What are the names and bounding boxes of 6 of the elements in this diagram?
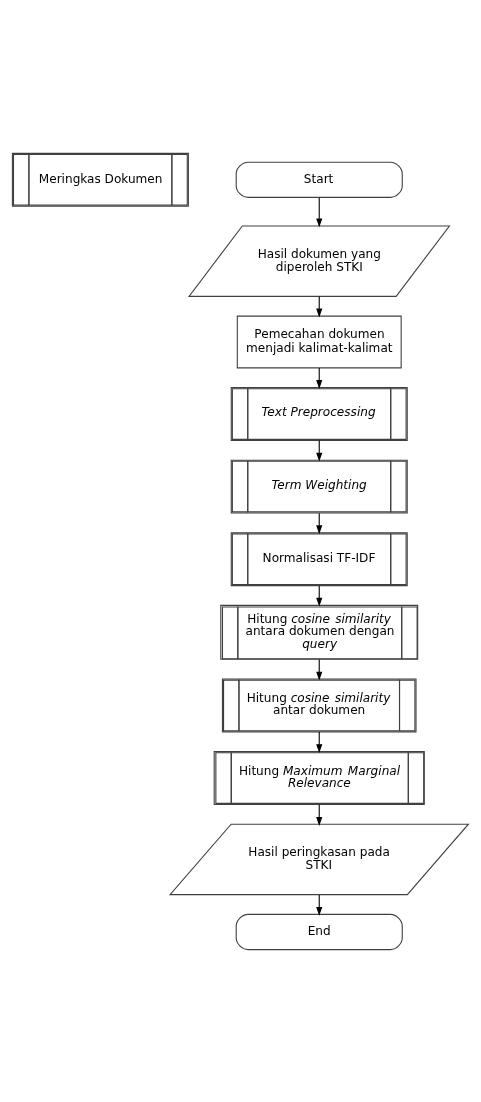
node-box: End <box>235 913 403 950</box>
node-box: Pemecahan dokumen menjadi kalimat-kalimat <box>236 315 402 368</box>
node-box: Start <box>235 161 403 198</box>
arrow <box>316 196 323 227</box>
arrow <box>316 658 323 680</box>
arrow <box>316 584 323 607</box>
